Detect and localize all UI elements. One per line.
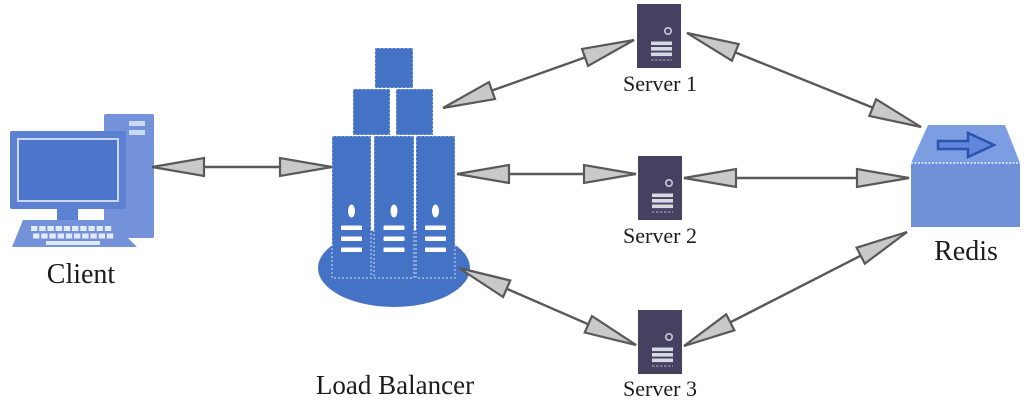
server-1-slot xyxy=(651,52,672,57)
keyboard-key xyxy=(33,233,40,239)
load-balancer-slot xyxy=(341,225,362,230)
connector-arrowhead xyxy=(278,156,333,178)
load-balancer-slot xyxy=(341,236,362,241)
load-balancer-block xyxy=(374,47,414,89)
server-2-slot xyxy=(652,193,673,198)
server-3-power-light xyxy=(664,332,673,341)
connector-client-loadbalancer xyxy=(151,156,333,178)
connector-server3-redis xyxy=(683,230,908,348)
redis-box-front xyxy=(911,163,1020,227)
server-2-label: Server 2 xyxy=(623,223,697,248)
connectors xyxy=(151,31,922,348)
load-balancer-slot xyxy=(425,247,446,252)
connector-server2-redis xyxy=(683,167,910,189)
keyboard-key xyxy=(57,233,64,239)
server-3-tower xyxy=(638,310,682,374)
connector-arrowhead xyxy=(867,97,922,129)
server-1-tower xyxy=(637,4,681,68)
server-2-tower xyxy=(638,156,682,220)
connector-arrowhead xyxy=(683,312,736,348)
connector-loadbalancer-server2 xyxy=(456,163,637,185)
connector-server1-redis xyxy=(686,31,922,129)
keyboard-key xyxy=(55,226,62,231)
server-3-slot xyxy=(652,358,673,363)
keyboard-key xyxy=(82,233,89,239)
client-monitor-stand xyxy=(57,208,78,222)
connector-arrowhead xyxy=(855,230,908,266)
server-2-slot xyxy=(652,204,673,209)
server-2-icon xyxy=(638,156,682,220)
load-balancer-slot xyxy=(341,247,362,252)
keyboard-key xyxy=(90,233,97,239)
server-3-label: Server 3 xyxy=(623,376,697,401)
keyboard-key xyxy=(104,226,112,231)
keyboard-key xyxy=(49,233,56,239)
connector-loadbalancer-server3 xyxy=(458,266,637,347)
connector-arrowhead xyxy=(151,156,206,178)
keyboard-key xyxy=(63,226,71,231)
connector-arrowhead xyxy=(686,31,741,63)
client-keyboard-keys xyxy=(31,226,114,245)
client-computer-icon xyxy=(10,114,154,247)
keyboard-key xyxy=(31,226,38,231)
keyboard-key xyxy=(74,233,81,239)
keyboard-key xyxy=(98,233,105,239)
load-balancer-slot xyxy=(425,225,446,230)
keyboard-key xyxy=(65,233,73,239)
keyboard-key xyxy=(39,226,46,231)
load-balancer-block xyxy=(395,88,434,136)
keyboard-key xyxy=(96,226,103,231)
load-balancer-handle xyxy=(390,204,398,218)
connector-arrowhead xyxy=(583,314,637,347)
redis-icon xyxy=(911,125,1020,227)
load-balancer-slot xyxy=(383,225,405,230)
load-balancer-block xyxy=(352,88,391,136)
keyboard-key xyxy=(106,233,114,239)
load-balancer-details xyxy=(341,204,446,252)
connector-arrowhead xyxy=(442,80,497,110)
client-tower-vent xyxy=(129,121,145,126)
keyboard-key xyxy=(80,226,87,231)
connector-arrowhead xyxy=(683,167,738,189)
connector-arrowhead xyxy=(456,163,511,185)
load-balancer-slot xyxy=(425,236,446,241)
server-1-icon xyxy=(637,4,681,68)
server-1-label: Server 1 xyxy=(623,71,697,96)
server-3-slot xyxy=(652,353,673,357)
connector-arrowhead xyxy=(582,163,637,185)
connector-arrowhead xyxy=(458,266,512,299)
keyboard-key xyxy=(72,226,79,231)
load-balancer-handle xyxy=(348,204,355,218)
server-3-slot xyxy=(652,347,673,352)
client-monitor-screen xyxy=(17,138,119,202)
connector-loadbalancer-server1 xyxy=(442,38,635,110)
server-2-slot xyxy=(652,199,673,203)
load-balancer-slot xyxy=(383,247,405,252)
server-3-icon xyxy=(638,310,682,374)
server-1-slot xyxy=(651,47,672,51)
keyboard-key xyxy=(47,226,54,231)
load-balancer-slot xyxy=(383,236,405,241)
load-balancer-icon xyxy=(318,47,470,307)
server-2-power-light xyxy=(664,179,673,188)
connector-arrowhead xyxy=(580,38,635,68)
client-label: Client xyxy=(47,259,116,290)
load-balancer-label: Load Balancer xyxy=(316,370,474,400)
server-1-slot xyxy=(651,41,672,46)
redis-label: Redis xyxy=(934,236,998,267)
keyboard-spacebar xyxy=(46,241,100,245)
connector-arrowhead xyxy=(855,167,910,189)
load-balancer-handle xyxy=(432,204,439,218)
server-1-power-light xyxy=(663,26,672,35)
keyboard-key xyxy=(88,226,95,231)
keyboard-key xyxy=(41,233,48,239)
client-tower-vent xyxy=(129,130,145,135)
redis-throughput-arrow-icon xyxy=(936,131,997,159)
